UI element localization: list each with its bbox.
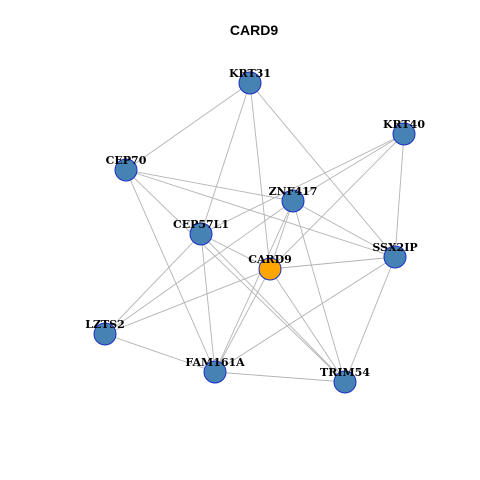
node-label-ssx2ip: SSX2IP [372,241,417,254]
node-circle-trim54 [333,370,357,394]
edge-krt40-card9 [269,133,405,270]
node-label-krt40: KRT40 [383,118,425,131]
edge-znf417-ssx2ip [292,200,396,258]
node-lzts2: LZTS2 [85,318,125,346]
node-label-card9: CARD9 [248,253,292,266]
node-card9: CARD9 [248,253,292,281]
edge-cep70-znf417 [125,169,294,202]
edge-card9-lzts2 [104,268,271,335]
edge-znf417-card9 [269,200,294,270]
edge-krt31-ssx2ip [249,82,396,258]
edge-cep57l1-fam161a [200,233,216,373]
node-label-cep57l1: CEP57L1 [173,218,229,231]
edge-cep57l1-trim54 [200,233,346,383]
node-label-znf417: ZNF417 [269,185,318,198]
node-label-fam161a: FAM161A [185,356,245,369]
node-znf417: ZNF417 [269,185,318,213]
node-cep70: CEP70 [106,154,147,182]
node-circle-krt31 [238,71,262,95]
edge-layer [104,82,405,383]
edge-znf417-lzts2 [104,200,294,335]
edge-card9-trim54 [269,268,346,383]
node-circle-znf417 [281,189,305,213]
node-circle-fam161a [203,360,227,384]
edge-krt31-cep57l1 [200,82,251,235]
node-fam161a: FAM161A [185,356,245,384]
node-circle-krt40 [392,122,416,146]
edge-trim54-ssx2ip [344,256,396,383]
edge-cep57l1-card9 [200,233,271,270]
node-cep57l1: CEP57L1 [173,218,229,246]
node-circle-ssx2ip [383,245,407,269]
edge-krt40-cep57l1 [200,133,405,235]
node-krt31: KRT31 [229,67,271,95]
node-trim54: TRIM54 [320,366,370,394]
edge-krt31-card9 [249,82,271,270]
node-label-krt31: KRT31 [229,67,271,80]
node-circle-card9 [258,257,282,281]
edge-cep57l1-lzts2 [104,233,202,335]
node-circle-cep57l1 [189,222,213,246]
edge-cep70-ssx2ip [125,169,396,258]
edge-card9-fam161a [214,268,271,373]
edge-krt31-cep70 [125,82,251,171]
node-krt40: KRT40 [383,118,425,146]
node-circle-lzts2 [93,322,117,346]
node-label-lzts2: LZTS2 [85,318,125,331]
node-label-cep70: CEP70 [106,154,147,167]
edge-krt40-ssx2ip [394,133,405,258]
graph-title: CARD9 [230,22,278,38]
edge-krt40-znf417 [292,133,405,202]
edge-card9-ssx2ip [269,256,396,270]
node-circle-cep70 [114,158,138,182]
edge-cep70-trim54 [125,169,346,383]
edge-cep70-fam161a [125,169,216,373]
edge-fam161a-trim54 [214,371,346,383]
node-ssx2ip: SSX2IP [372,241,418,269]
edge-znf417-trim54 [292,200,346,383]
edge-lzts2-fam161a [104,333,216,373]
node-label-trim54: TRIM54 [320,366,370,379]
edge-fam161a-ssx2ip [214,256,396,373]
edge-znf417-fam161a [214,200,294,373]
